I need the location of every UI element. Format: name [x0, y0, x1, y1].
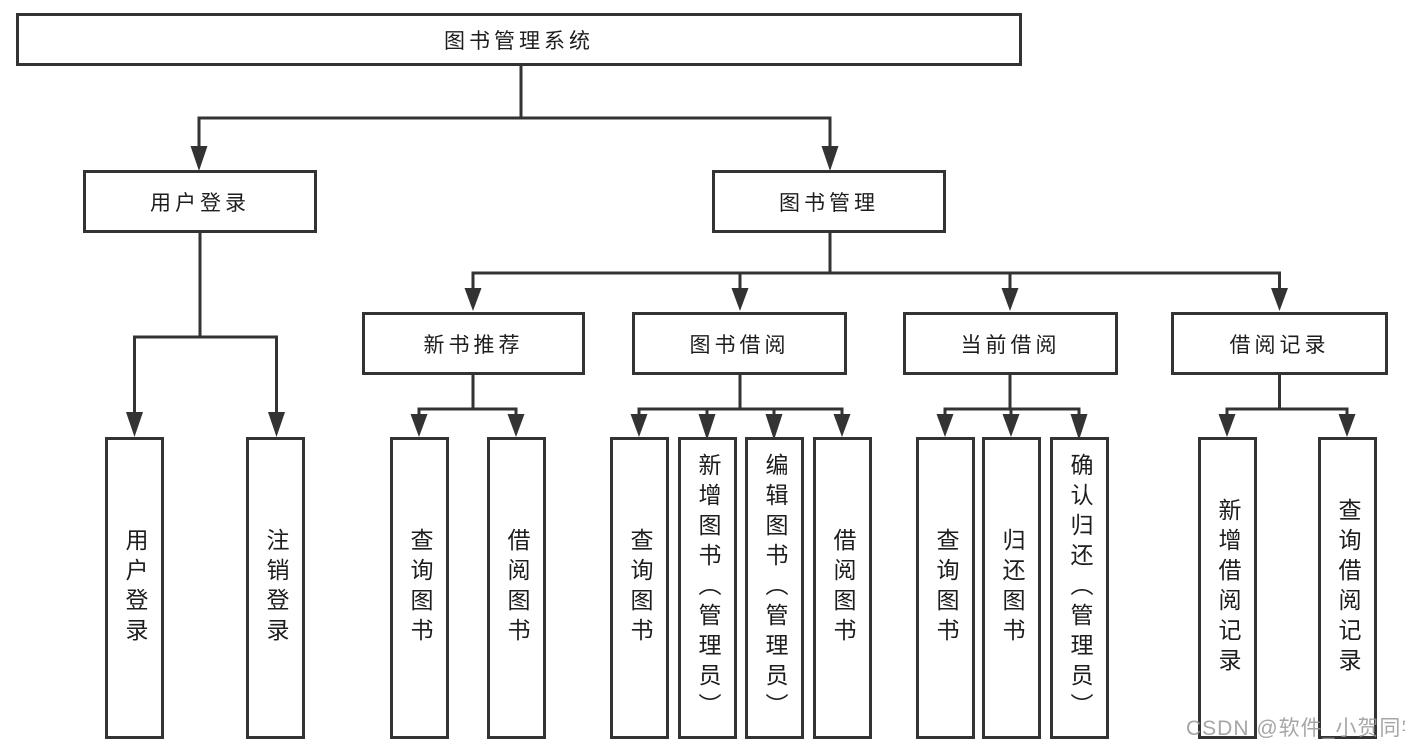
connector-root-to-level2 [190, 66, 839, 171]
leaf-logout-label: 注销登录 [263, 528, 289, 648]
csdn-watermark: CSDN @软件_小贺同学 [1186, 717, 1405, 740]
leaf-confirm-return-admin: 确认归还（管理员） [1050, 437, 1109, 739]
leaf-logout: 注销登录 [246, 437, 305, 739]
node-book-borrow: 图书借阅 [632, 312, 847, 375]
leaf-user-login: 用户登录 [105, 437, 164, 739]
leaf-add-book-admin-label: 新增图书（管理员） [695, 453, 721, 723]
leaf-return-book: 归还图书 [982, 437, 1041, 739]
leaf-return-book-label: 归还图书 [999, 528, 1025, 648]
connector-book-management-split [464, 233, 1288, 311]
node-new-book-recommend-label: 新书推荐 [423, 333, 524, 357]
leaf-query-books-recommend: 查询图书 [390, 437, 449, 739]
connector-book-borrow-split [630, 375, 851, 440]
node-user-login-label: 用户登录 [150, 191, 250, 215]
node-root-label: 图书管理系统 [444, 29, 594, 53]
leaf-query-books-current-label: 查询图书 [933, 528, 959, 648]
node-book-borrow-label: 图书借阅 [689, 333, 790, 357]
leaf-query-books-borrow: 查询图书 [610, 437, 669, 739]
node-borrow-records-label: 借阅记录 [1229, 333, 1330, 357]
connector-user-login-split [126, 233, 285, 437]
leaf-edit-book-admin-label: 编辑图书（管理员） [762, 453, 788, 723]
node-root: 图书管理系统 [16, 13, 1022, 66]
connector-new-book-split [410, 375, 525, 437]
leaf-borrow-books-recommend: 借阅图书 [487, 437, 546, 739]
node-user-login: 用户登录 [83, 170, 317, 233]
leaf-query-borrow-record: 查询借阅记录 [1318, 437, 1377, 739]
leaf-confirm-return-admin-label: 确认归还（管理员） [1067, 453, 1093, 723]
leaf-query-books-current: 查询图书 [916, 437, 975, 739]
node-new-book-recommend: 新书推荐 [362, 312, 585, 375]
leaf-edit-book-admin: 编辑图书（管理员） [745, 437, 804, 739]
leaf-query-books-recommend-label: 查询图书 [407, 528, 433, 648]
node-current-borrow-label: 当前借阅 [960, 333, 1061, 357]
leaf-query-books-borrow-label: 查询图书 [627, 528, 653, 648]
node-current-borrow: 当前借阅 [903, 312, 1118, 375]
connector-borrow-record-split [1218, 375, 1356, 437]
leaf-borrow-books-recommend-label: 借阅图书 [504, 528, 530, 648]
leaf-add-borrow-record-label: 新增借阅记录 [1215, 498, 1241, 678]
node-borrow-records: 借阅记录 [1171, 312, 1388, 375]
leaf-user-login-label: 用户登录 [122, 528, 148, 648]
node-book-management: 图书管理 [712, 170, 946, 233]
leaf-query-borrow-record-label: 查询借阅记录 [1335, 498, 1361, 678]
leaf-add-book-admin: 新增图书（管理员） [678, 437, 737, 739]
node-book-management-label: 图书管理 [779, 191, 879, 215]
leaf-borrow-books-borrow: 借阅图书 [813, 437, 872, 739]
leaf-borrow-books-borrow-label: 借阅图书 [830, 528, 856, 648]
leaf-add-borrow-record: 新增借阅记录 [1198, 437, 1257, 739]
connector-current-borrow-split [936, 375, 1088, 440]
